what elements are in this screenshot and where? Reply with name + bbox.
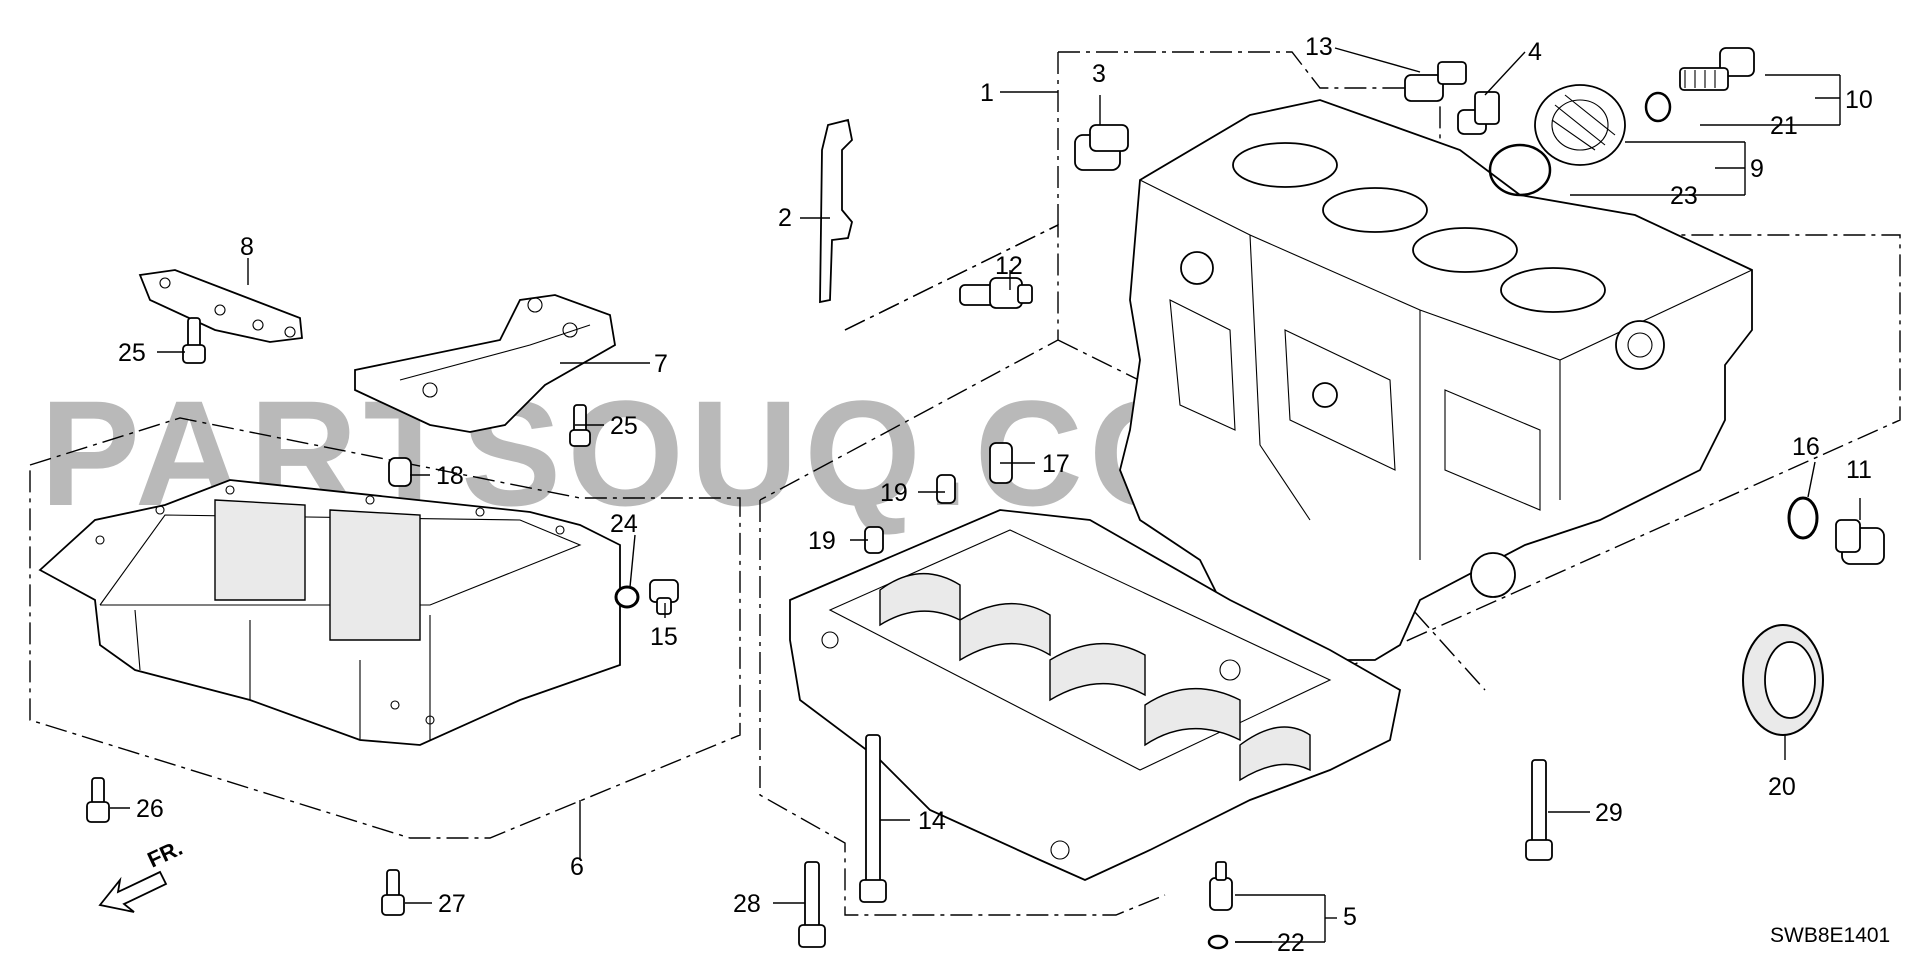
- dowel-19-upper[interactable]: [936, 474, 956, 504]
- bolt-10[interactable]: [1679, 47, 1755, 91]
- dowel-18[interactable]: [388, 457, 412, 487]
- callout-labels: 1 2 3 4 5 6 7 8 9 10 11 12 13 14 15 16 1…: [118, 33, 1873, 957]
- callout-19-lower[interactable]: 19: [808, 527, 836, 555]
- small-parts: [86, 47, 1885, 950]
- bolt-27[interactable]: [381, 869, 405, 916]
- bolt-29[interactable]: [1525, 759, 1553, 861]
- callout-6[interactable]: 6: [570, 853, 584, 881]
- callout-9[interactable]: 9: [1750, 155, 1764, 183]
- callout-24[interactable]: 24: [610, 510, 638, 538]
- bolt-28[interactable]: [798, 861, 826, 948]
- front-direction-label: FR.: [144, 835, 187, 873]
- callout-13[interactable]: 13: [1305, 33, 1333, 61]
- oil-pan[interactable]: [38, 479, 621, 746]
- washer-22[interactable]: [1207, 934, 1229, 950]
- callout-25-right[interactable]: 25: [610, 412, 638, 440]
- drain-bolt-15[interactable]: [649, 579, 679, 615]
- callout-12[interactable]: 12: [995, 252, 1023, 280]
- callout-19-upper[interactable]: 19: [880, 479, 908, 507]
- callout-17[interactable]: 17: [1042, 450, 1070, 478]
- oil-seal-20[interactable]: [1742, 624, 1824, 736]
- callout-3[interactable]: 3: [1092, 60, 1106, 88]
- callout-21[interactable]: 21: [1770, 112, 1798, 140]
- callout-28[interactable]: 28: [733, 890, 761, 918]
- washer-24[interactable]: [614, 585, 640, 609]
- callout-7[interactable]: 7: [654, 350, 668, 378]
- plug-3[interactable]: [1074, 124, 1129, 171]
- callout-10[interactable]: 10: [1845, 86, 1873, 114]
- callout-22[interactable]: 22: [1277, 929, 1305, 957]
- callout-2[interactable]: 2: [778, 204, 792, 232]
- bolt-25-right[interactable]: [569, 404, 591, 447]
- stud-5[interactable]: [1209, 861, 1233, 911]
- o-ring-23[interactable]: [1488, 143, 1552, 197]
- callout-4[interactable]: 4: [1528, 38, 1542, 66]
- callout-8[interactable]: 8: [240, 233, 254, 261]
- callout-26[interactable]: 26: [136, 795, 164, 823]
- diagram-code: SWB8E1401: [1770, 924, 1890, 947]
- front-direction-arrow: FR.: [98, 835, 187, 913]
- callout-15[interactable]: 15: [650, 623, 678, 651]
- leader-lines: [110, 47, 1861, 943]
- callout-11[interactable]: 11: [1846, 456, 1872, 484]
- callout-16[interactable]: 16: [1792, 433, 1820, 461]
- callout-14[interactable]: 14: [918, 807, 946, 835]
- water-housing-9[interactable]: [1534, 84, 1626, 166]
- bolt-25-left[interactable]: [182, 317, 206, 364]
- sensor-12[interactable]: [959, 277, 1033, 309]
- o-ring-21[interactable]: [1644, 91, 1672, 123]
- bolt-14[interactable]: [859, 734, 887, 903]
- plug-11[interactable]: [1835, 519, 1885, 565]
- lower-block-bearing-cap[interactable]: [789, 509, 1402, 881]
- baffle-plate[interactable]: [138, 269, 303, 343]
- callout-23[interactable]: 23: [1670, 182, 1698, 210]
- callout-25-left[interactable]: 25: [118, 339, 146, 367]
- dipstick-guide[interactable]: [819, 118, 853, 304]
- callout-18[interactable]: 18: [436, 462, 464, 490]
- washer-16[interactable]: [1787, 496, 1819, 540]
- sleeve-4[interactable]: [1457, 91, 1500, 135]
- callout-1[interactable]: 1: [980, 79, 994, 107]
- callout-27[interactable]: 27: [438, 890, 466, 918]
- callout-20[interactable]: 20: [1768, 773, 1796, 801]
- oil-pressure-switch-13[interactable]: [1404, 61, 1467, 102]
- cylinder-block[interactable]: [1119, 99, 1753, 661]
- callout-5[interactable]: 5: [1343, 903, 1357, 931]
- callout-29[interactable]: 29: [1595, 799, 1623, 827]
- bolt-26[interactable]: [86, 777, 110, 823]
- oil-screen-plate[interactable]: [354, 294, 616, 433]
